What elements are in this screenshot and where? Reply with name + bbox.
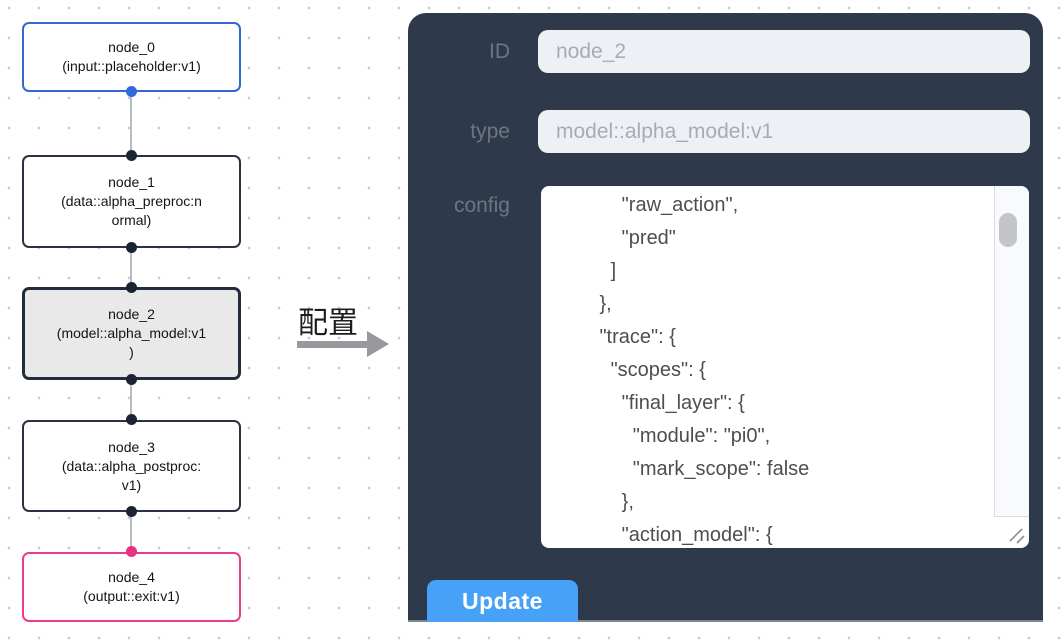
port-handle[interactable] (126, 546, 137, 557)
type-input[interactable] (538, 110, 1030, 153)
config-json-text: "raw_action", "pred" ] }, "trace": { "sc… (599, 194, 810, 546)
update-button[interactable]: Update (427, 580, 578, 622)
arrow-head (367, 331, 389, 357)
flow-node-output[interactable]: node_4 (output::exit:v1) (22, 552, 241, 622)
port-handle[interactable] (126, 506, 137, 517)
config-field-label: config (453, 194, 510, 217)
node-subtitle: (input::placeholder:v1) (62, 58, 201, 74)
flow-edge (130, 247, 132, 288)
arrow-shaft (297, 341, 369, 348)
flow-node-preproc[interactable]: node_1 (data::alpha_preproc:n ormal) (22, 155, 241, 248)
node-title: node_1 (108, 174, 155, 190)
editor-scrollbar-thumb[interactable] (999, 213, 1017, 247)
configure-callout-label: 配置 (298, 307, 358, 340)
node-subtitle: ) (129, 344, 134, 360)
node-title: node_4 (108, 569, 155, 585)
port-handle[interactable] (126, 282, 137, 293)
port-handle[interactable] (126, 86, 137, 97)
flow-edge (130, 379, 132, 421)
node-config-panel: ID type config "raw_action", "pred" ] },… (408, 13, 1043, 622)
port-handle[interactable] (126, 242, 137, 253)
port-handle[interactable] (126, 414, 137, 425)
port-handle[interactable] (126, 374, 137, 385)
config-json-editor[interactable]: "raw_action", "pred" ] }, "trace": { "sc… (541, 186, 1029, 548)
id-field-label: ID (489, 40, 510, 63)
flow-node-postproc[interactable]: node_3 (data::alpha_postproc: v1) (22, 420, 241, 512)
id-input[interactable] (538, 30, 1030, 73)
flow-node-input[interactable]: node_0 (input::placeholder:v1) (22, 22, 241, 92)
resize-grip-icon[interactable] (1006, 525, 1026, 545)
type-field-label: type (470, 120, 510, 143)
arrow-right-icon (297, 331, 389, 357)
flow-node-model-selected[interactable]: node_2 (model::alpha_model:v1 ) (22, 287, 241, 380)
editor-scrollbar-track[interactable] (994, 186, 1029, 517)
flow-edge (130, 92, 132, 156)
flow-edge (130, 511, 132, 553)
node-subtitle: (data::alpha_postproc: (61, 457, 202, 474)
node-subtitle: ormal) (111, 212, 152, 228)
node-subtitle: v1) (121, 476, 142, 493)
node-title: node_3 (108, 438, 155, 455)
port-handle[interactable] (126, 150, 137, 161)
node-title: node_2 (108, 306, 155, 322)
node-subtitle: (output::exit:v1) (83, 588, 180, 604)
node-subtitle: (model::alpha_model:v1 (56, 325, 207, 341)
node-title: node_0 (108, 39, 155, 55)
node-subtitle: (data::alpha_preproc:n (61, 193, 202, 209)
